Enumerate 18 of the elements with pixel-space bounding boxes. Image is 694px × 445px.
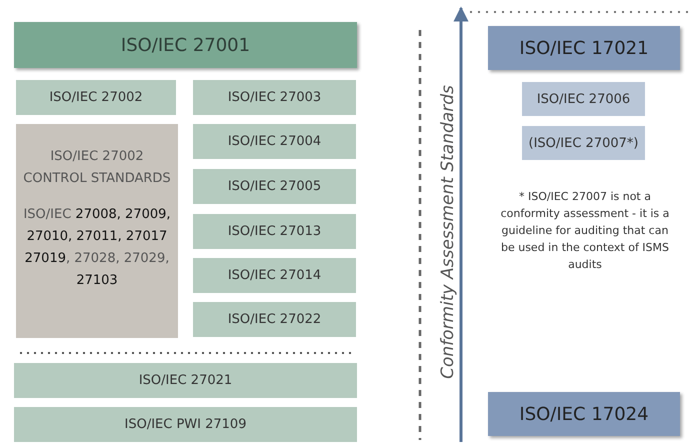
standard-box: ISO/IEC 27006 <box>522 82 645 116</box>
standard-box: ISO/IEC 27004 <box>193 124 356 159</box>
standard-box: ISO/IEC 27001 <box>14 22 357 68</box>
standard-box: (ISO/IEC 27007*) <box>522 126 645 160</box>
standard-box: ISO/IEC 27013 <box>193 214 356 249</box>
standard-box: ISO/IEC 17021 <box>488 26 680 70</box>
footnote: * ISO/IEC 27007 is not a conformity assessment - it is a guideline for auditing that can be used in the context of ISMS audits <box>500 189 670 273</box>
standard-box: ISO/IEC 27003 <box>193 80 356 115</box>
standard-box: ISO/IEC 17024 <box>488 392 680 436</box>
standard-box: ISO/IEC 27005 <box>193 169 356 204</box>
standard-box: ISO/IEC PWI 27109 <box>14 407 357 442</box>
standard-list: ISO/IEC 27008, 27009, 27010, 27011, 27017 27019, 27028, 27029, 27103 <box>16 204 178 292</box>
standard-box: ISO/IEC 27002 <box>16 80 176 115</box>
standard-box: ISO/IEC 27021 <box>14 363 357 398</box>
standard-box: ISO/IEC 27014 <box>193 258 356 293</box>
box-heading: ISO/IEC 27002 CONTROL STANDARDS <box>22 148 172 188</box>
axis-label: Conformity Assessment Standards <box>438 85 458 379</box>
standard-box: ISO/IEC 27022 <box>193 302 356 337</box>
